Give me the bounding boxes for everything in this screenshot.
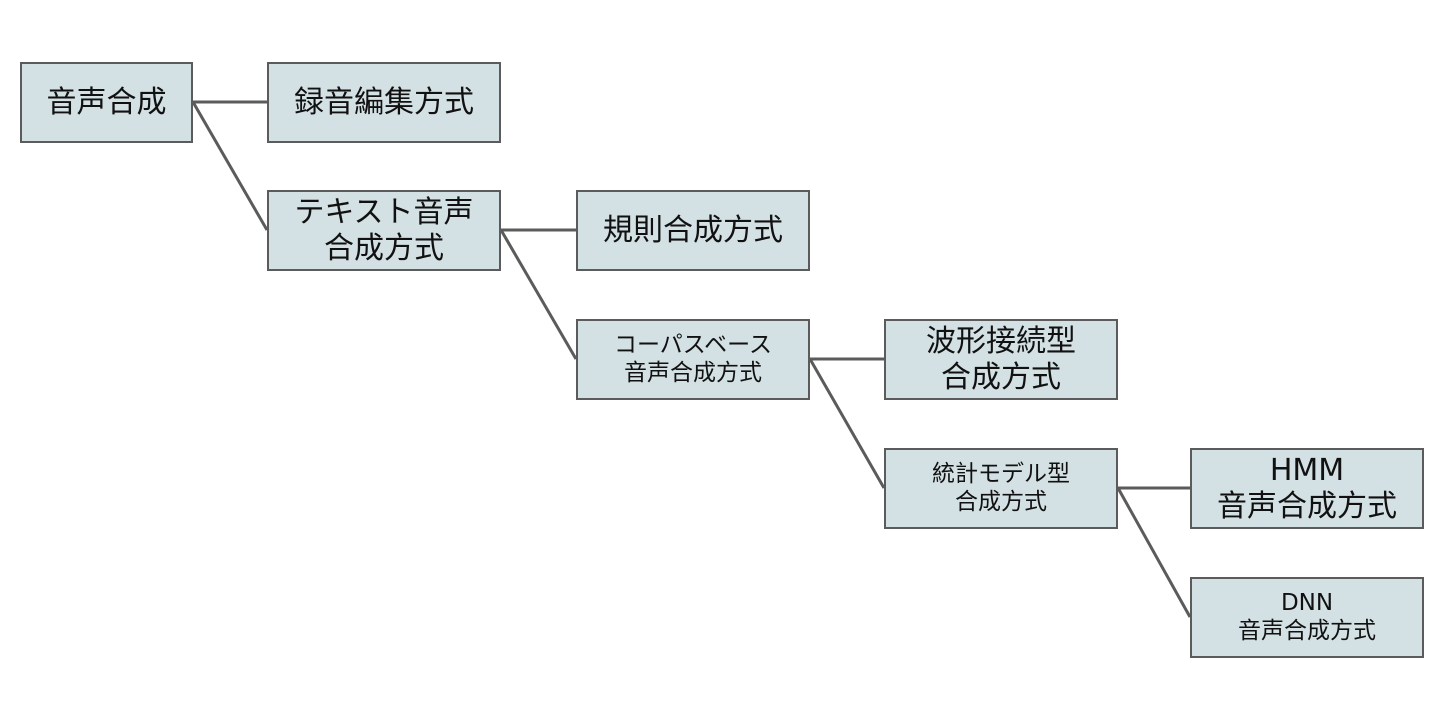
node-tts-label-line2: 合成方式 <box>324 230 444 266</box>
node-corpus-based-label-line1: コーパスベース <box>613 331 772 358</box>
node-tts-label-line1: テキスト音声 <box>294 194 474 230</box>
node-hmm-label-line1: HMM <box>1269 452 1345 488</box>
node-hmm-label-line2: 音声合成方式 <box>1217 488 1397 524</box>
node-statistical-label-line1: 統計モデル型 <box>932 460 1070 487</box>
node-dnn-label-line1: DNN <box>1280 589 1334 616</box>
node-rule-based: 規則合成方式 <box>576 190 810 271</box>
node-statistical-label-line2: 合成方式 <box>955 488 1047 515</box>
node-waveform-label-line1: 波形接続型 <box>926 323 1076 359</box>
node-corpus-based: コーパスベース 音声合成方式 <box>576 319 810 400</box>
node-recording-editing: 録音編集方式 <box>267 62 501 143</box>
node-speech-synthesis: 音声合成 <box>20 62 193 143</box>
edge-statistical-to-dnn <box>1116 487 1192 618</box>
node-statistical-model: 統計モデル型 合成方式 <box>884 448 1118 529</box>
node-recording-editing-label: 録音編集方式 <box>294 84 474 120</box>
edge-speech-to-tts <box>191 101 269 231</box>
edge-tts-to-corpus <box>499 229 578 360</box>
edge-corpus-to-statistical <box>808 358 886 489</box>
node-rule-based-label: 規則合成方式 <box>603 212 783 248</box>
node-waveform-concatenation: 波形接続型 合成方式 <box>884 319 1118 400</box>
node-tts: テキスト音声 合成方式 <box>267 190 501 271</box>
node-hmm: HMM 音声合成方式 <box>1190 448 1424 529</box>
node-waveform-label-line2: 合成方式 <box>941 359 1061 395</box>
node-speech-synthesis-label: 音声合成 <box>46 84 167 120</box>
node-corpus-based-label-line2: 音声合成方式 <box>624 359 762 386</box>
node-dnn: DNN 音声合成方式 <box>1190 577 1424 658</box>
node-dnn-label-line2: 音声合成方式 <box>1238 617 1376 644</box>
